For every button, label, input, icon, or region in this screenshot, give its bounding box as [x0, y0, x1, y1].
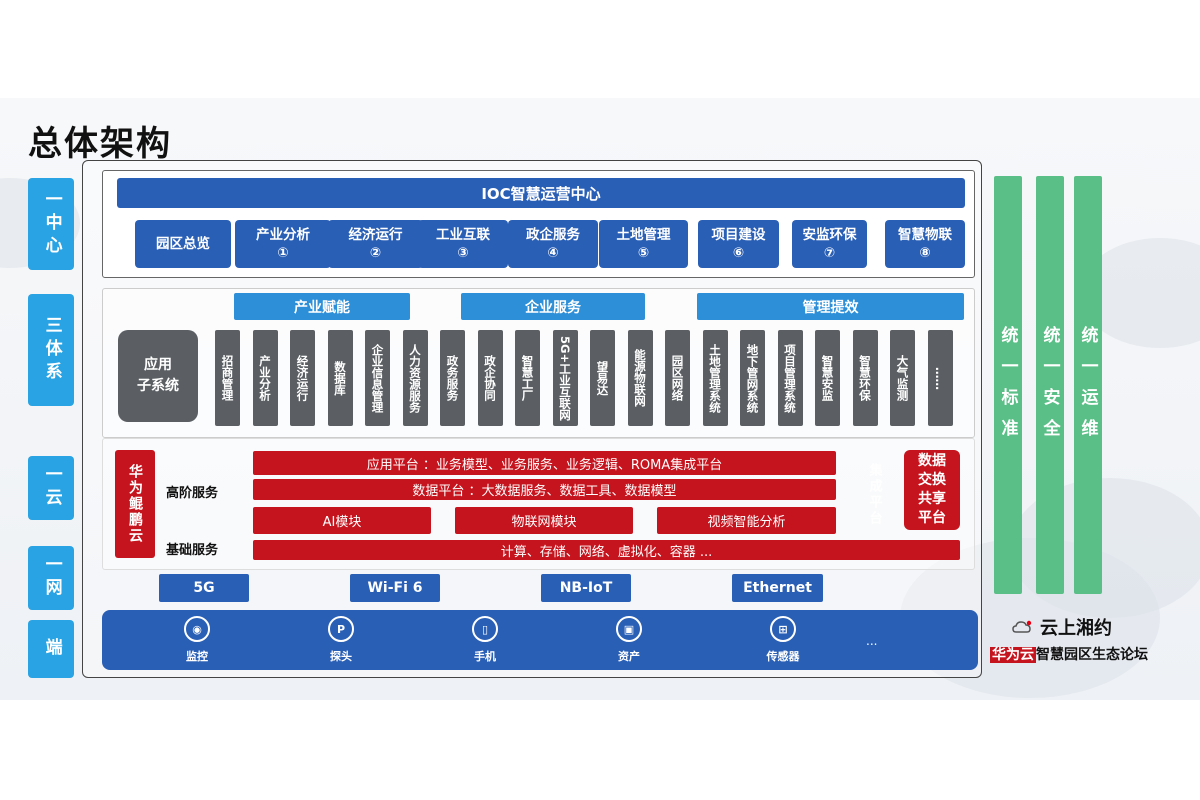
ioc-item-label: 园区总览 — [156, 235, 210, 252]
ioc-item-number: ⑥ — [732, 245, 745, 261]
unified-standard: 统一标准 — [994, 176, 1022, 594]
huawei-kunpeng-cloud: 华为鲲鹏云 — [115, 450, 155, 558]
label-one-network: 一网 — [28, 546, 74, 610]
data-platform-bar: 数据平台 ：大数据服务、数据工具、数据模型 — [253, 479, 836, 500]
ioc-item: 产业分析 ① — [235, 220, 331, 268]
subsystem-column: 政企协同 — [477, 330, 503, 426]
subsystem-column: 数据库 — [327, 330, 353, 426]
ioc-header: IOC智慧运营中心 — [117, 178, 965, 208]
head-industry-enable: 产业赋能 — [234, 293, 410, 320]
basic-service-bar: 计算、存储、网络、虚拟化、容器 ... — [253, 540, 960, 560]
subsystem-column: 经济运行 — [290, 330, 315, 426]
ioc-item-label: 项目建设 — [711, 226, 766, 243]
head-enterprise-service: 企业服务 — [461, 293, 645, 320]
ioc-item-label: 产业分析 — [256, 226, 310, 243]
ioc-item: 工业互联 ③ — [418, 220, 508, 268]
subsystem-column: 大气监测 — [890, 330, 915, 426]
cloud-logo-icon — [1012, 619, 1034, 635]
ioc-item-number: ⑦ — [823, 245, 836, 261]
sensor-icon: ⊞ — [770, 616, 796, 642]
phone-icon: ▯ — [472, 616, 498, 642]
app-platform-bar: 应用平台 ：业务模型、业务服务、业务逻辑、ROMA集成平台 — [253, 451, 836, 475]
subsystem-column: 智慧环保 — [852, 330, 878, 426]
ioc-item-label: 经济运行 — [348, 226, 403, 243]
subsystem-column: 政务服务 — [440, 330, 465, 426]
subsystem-column: 地下管网系统 — [740, 330, 765, 426]
unified-operation: 统一运维 — [1074, 176, 1102, 594]
endpoint-label: 传感器 — [766, 650, 800, 663]
page-title: 总体架构 — [28, 124, 172, 164]
ioc-item-label: 安监环保 — [802, 226, 857, 243]
subsystem-column: 能源物联网 — [627, 330, 653, 426]
ioc-item-number: ④ — [547, 245, 559, 261]
ioc-item: 土地管理 ⑤ — [599, 220, 688, 268]
endpoint-item: ▯ 手机 — [455, 616, 515, 664]
network-nbiot: NB-IoT — [541, 574, 631, 602]
subsystem-column: 企业信息管理 — [365, 330, 390, 426]
endpoint-item: ◉ 监控 — [167, 616, 227, 664]
endpoint-item: P 探头 — [311, 616, 371, 664]
ioc-item-label: 政企服务 — [526, 226, 580, 243]
ioc-item-label: 智慧物联 — [898, 226, 952, 243]
label-one-center: 一中心 — [28, 178, 74, 270]
brand-block: 云上湘约 华为云智慧园区生态论坛 — [990, 614, 1150, 664]
label-three-systems: 三体系 — [28, 294, 74, 406]
ai-module: AI模块 — [253, 507, 431, 534]
ioc-item: 智慧物联 ⑧ — [885, 220, 965, 268]
advanced-service-label: 高阶服务 — [166, 486, 219, 501]
subsystem-column: 项目管理系统 — [777, 330, 803, 426]
subsystem-column: 土地管理系统 — [702, 330, 728, 426]
endpoint-label: 监控 — [186, 650, 208, 663]
ioc-item-number: ① — [277, 245, 289, 261]
label-endpoint: 端 — [28, 620, 74, 678]
head-management-efficiency: 管理提效 — [697, 293, 964, 320]
endpoints-more: ... — [866, 634, 878, 648]
video-analysis-module: 视频智能分析 — [657, 507, 836, 534]
brand-name: 云上湘约 — [1040, 618, 1112, 639]
app-subsystem-box: 应用子系统 — [118, 330, 198, 422]
camera-icon: ◉ — [184, 616, 210, 642]
subsystem-column: 人力资源服务 — [402, 330, 428, 426]
label-one-cloud: 一云 — [28, 456, 74, 520]
network-wifi6: Wi-Fi 6 — [350, 574, 440, 602]
ioc-item-number: ② — [369, 245, 382, 261]
asset-icon: ▣ — [616, 616, 642, 642]
ioc-item-label: 土地管理 — [616, 226, 671, 243]
subsystem-column: 智慧工厂 — [515, 330, 540, 426]
endpoint-label: 资产 — [618, 650, 640, 663]
brand-subtitle: 华为云智慧园区生态论坛 — [990, 647, 1148, 663]
network-ethernet: Ethernet — [732, 574, 823, 602]
probe-icon: P — [328, 616, 354, 642]
integration-platform: 集成平台 — [866, 463, 882, 527]
ioc-item: 政企服务 ④ — [508, 220, 598, 268]
ioc-item: 园区总览 — [135, 220, 231, 268]
ioc-item-number: ⑧ — [919, 245, 931, 261]
subsystem-column: 招商管理 — [215, 330, 240, 426]
ioc-item: 安监环保 ⑦ — [792, 220, 867, 268]
subsystem-column: 望易达 — [590, 330, 615, 426]
ioc-item-number: ⑤ — [637, 245, 650, 261]
data-exchange-platform: 数据交换共享平台 — [904, 450, 960, 530]
basic-service-label: 基础服务 — [166, 543, 219, 558]
ioc-item-number: ③ — [457, 245, 469, 261]
endpoint-label: 探头 — [330, 650, 352, 663]
subsystem-column: 园区网络 — [665, 330, 690, 426]
ioc-item: 项目建设 ⑥ — [698, 220, 779, 268]
endpoint-label: 手机 — [474, 650, 496, 663]
endpoint-item: ⊞ 传感器 — [753, 616, 813, 664]
endpoint-item: ▣ 资产 — [599, 616, 659, 664]
endpoint-bar — [102, 610, 978, 670]
network-5g: 5G — [159, 574, 249, 602]
subsystem-column: 5G+工业互联网 — [552, 330, 578, 426]
subsystem-column: 智慧安监 — [815, 330, 840, 426]
subsystem-column: …… — [927, 330, 953, 426]
unified-security: 统一安全 — [1036, 176, 1064, 594]
ioc-item-label: 工业互联 — [436, 226, 490, 243]
ioc-item: 经济运行 ② — [328, 220, 423, 268]
iot-module: 物联网模块 — [455, 507, 633, 534]
subsystem-column: 产业分析 — [252, 330, 278, 426]
